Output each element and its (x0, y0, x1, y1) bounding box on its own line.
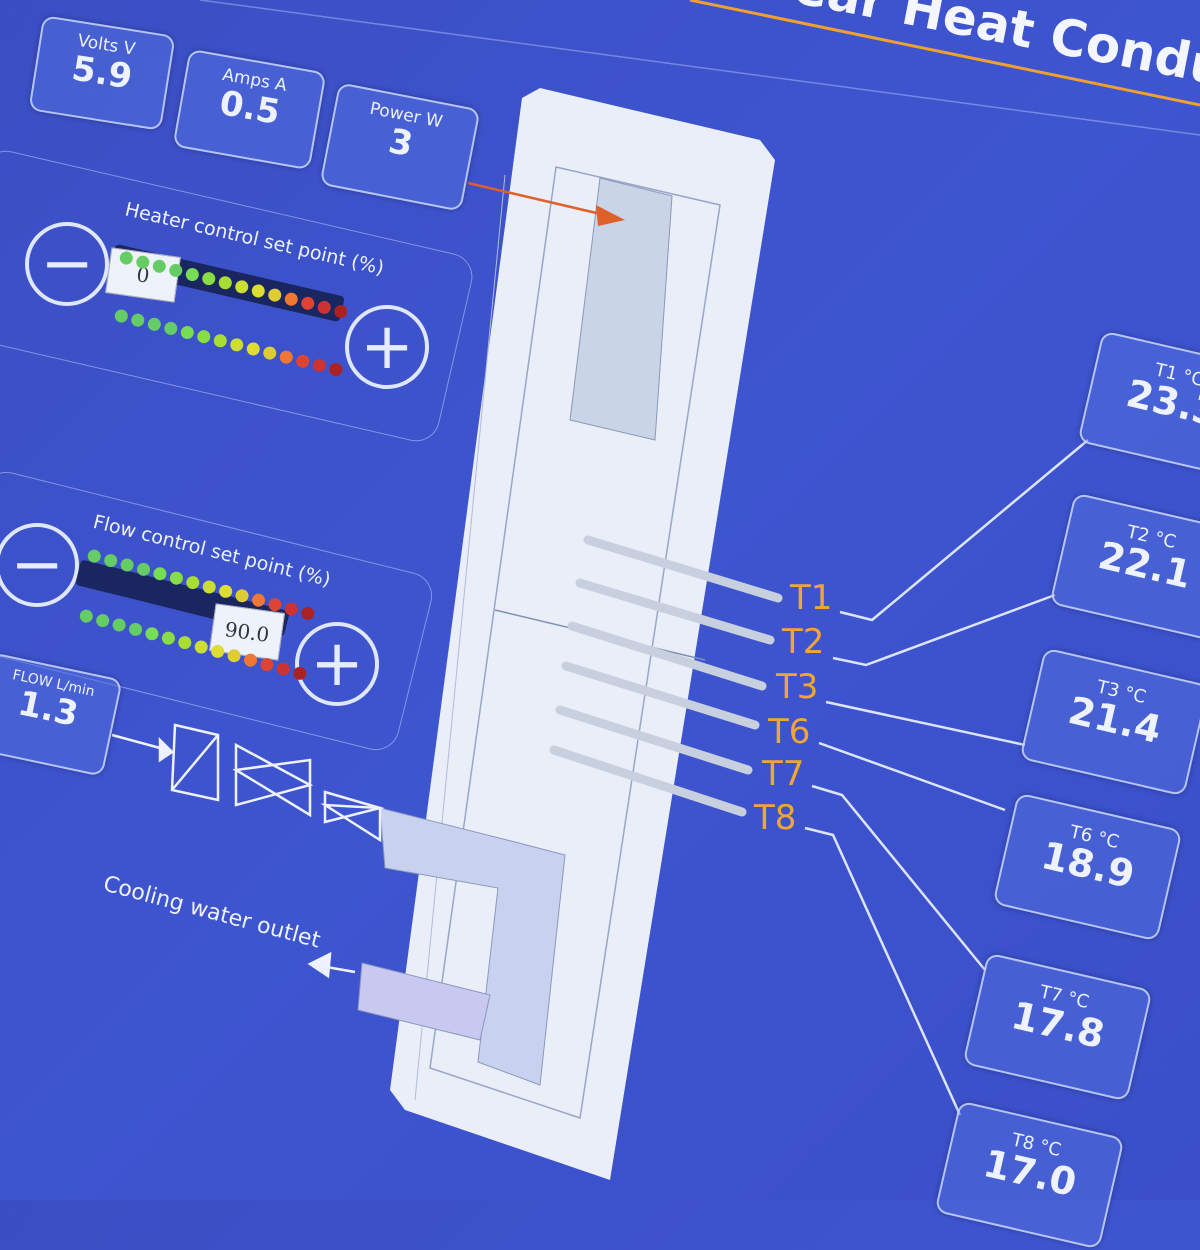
heater-increase-button[interactable]: + (345, 305, 429, 389)
led-indicator (184, 266, 201, 283)
heater-arrow (467, 181, 606, 217)
led-indicator (217, 274, 234, 291)
led-indicator (134, 254, 151, 271)
led-indicator (311, 357, 328, 374)
led-indicator (113, 308, 130, 324)
led-indicator (283, 291, 300, 308)
probe-label: T3 (776, 667, 819, 707)
cooling-jacket (379, 807, 566, 1086)
led-indicator (299, 295, 316, 312)
led-indicator (146, 316, 163, 333)
title-underline (689, 0, 1200, 107)
led-indicator (212, 332, 229, 349)
probe-label: T2 (782, 622, 825, 662)
led-indicator (118, 250, 135, 266)
minus-icon: − (40, 227, 94, 301)
heater-element (569, 177, 673, 441)
led-indicator (250, 283, 267, 299)
probe-label: T8 (754, 798, 797, 838)
heater-decrease-button[interactable]: − (25, 222, 109, 306)
led-indicator (316, 299, 333, 316)
led-indicator (228, 336, 245, 353)
flow-valves (111, 723, 385, 979)
probe-label: T6 (768, 712, 811, 752)
led-indicator (151, 258, 168, 275)
probe-label: T7 (762, 754, 805, 794)
led-indicator (233, 278, 250, 295)
flow-increase-button[interactable]: + (295, 622, 379, 706)
apparatus-diagram (111, 0, 1200, 1180)
led-indicator (162, 320, 179, 337)
connector-lines (804, 439, 1089, 1116)
volts-readout: Volts V 5.9 (28, 15, 176, 131)
minus-icon: − (10, 528, 64, 602)
led-indicator (278, 349, 295, 366)
led-indicator (266, 287, 283, 303)
probe-label: T1 (790, 578, 833, 618)
led-indicator (129, 312, 146, 329)
plus-icon: + (360, 310, 414, 384)
led-indicator (245, 341, 262, 357)
flow-decrease-button[interactable]: − (0, 523, 79, 607)
led-indicator (294, 353, 311, 370)
plus-icon: + (310, 627, 364, 701)
led-indicator (200, 270, 217, 287)
thermocouple-probes (549, 535, 783, 817)
led-indicator (167, 262, 184, 279)
led-indicator (179, 324, 196, 341)
led-indicator (261, 345, 278, 361)
divider (199, 0, 1200, 136)
led-indicator (195, 328, 212, 345)
